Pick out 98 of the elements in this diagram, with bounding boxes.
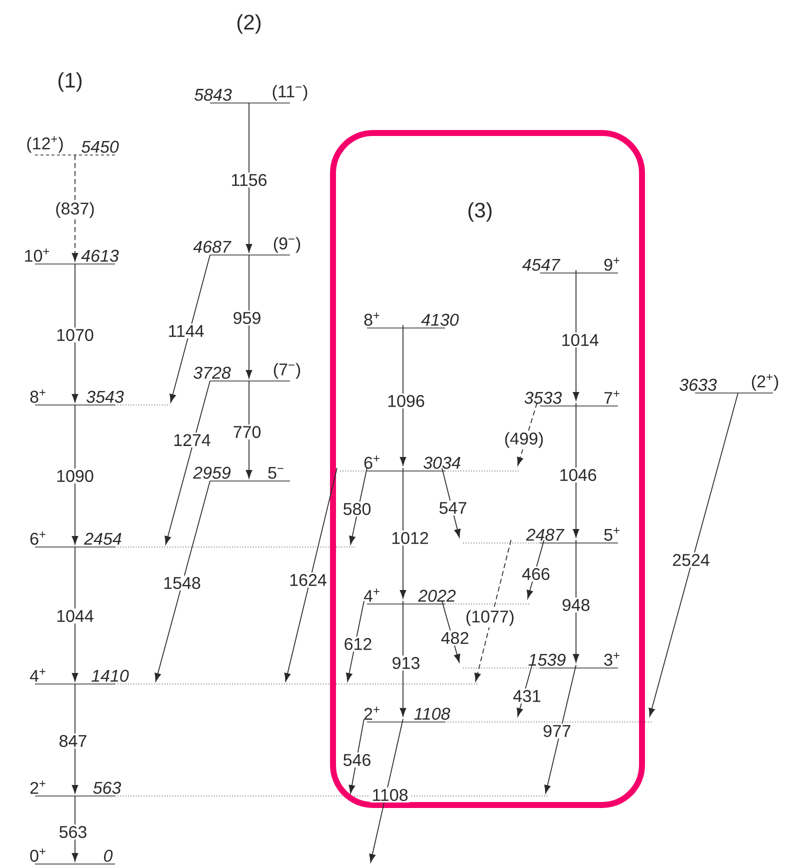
spin-label: 4$^{+}$ xyxy=(30,668,46,682)
edge-label: 482 xyxy=(439,630,471,646)
spin-label: (12$^{+}$) xyxy=(27,136,63,153)
spin-label: 9$^{+}$ xyxy=(604,258,620,271)
spin-label: 5$^{+}$ xyxy=(604,528,620,541)
transition-arrow xyxy=(517,402,538,466)
energy-label: 2022 xyxy=(418,590,456,602)
edge-label: 1274 xyxy=(172,432,212,448)
energy-label: 5843 xyxy=(194,88,232,101)
transition-arrow xyxy=(72,546,78,682)
edge-label: 466 xyxy=(520,566,552,582)
energy-label: 2487 xyxy=(526,528,564,541)
spin-label: 5$^{−}$ xyxy=(268,466,284,479)
edge-label: 1046 xyxy=(558,468,598,483)
transition-arrow xyxy=(246,102,252,252)
edge-label: 977 xyxy=(541,724,573,739)
energy-label: 4687 xyxy=(193,240,232,253)
spin-label: 0$^{+}$ xyxy=(30,848,46,862)
transition-arrow xyxy=(164,380,210,545)
transition-arrow xyxy=(400,324,406,466)
energy-label: 563 xyxy=(93,782,122,794)
edge-label: 1044 xyxy=(54,608,96,624)
energy-label: 4547 xyxy=(522,258,560,271)
energy-label: 3543 xyxy=(86,390,124,403)
energy-label: 5450 xyxy=(81,140,119,153)
transition-arrow xyxy=(170,254,210,403)
edge-label: 580 xyxy=(341,502,373,517)
transition-arrow xyxy=(154,480,210,682)
edge-label: 1144 xyxy=(166,324,206,338)
edge-label: 948 xyxy=(560,598,592,613)
transition-arrow xyxy=(400,468,406,598)
spin-label: 10$^{+}$ xyxy=(25,248,50,262)
energy-label: 3633 xyxy=(680,378,717,391)
transition-arrow xyxy=(544,664,576,794)
transition-arrow xyxy=(346,600,364,682)
transition-arrow xyxy=(72,154,78,262)
spin-label: (11$^{−}$) xyxy=(272,84,308,101)
edge-label: 1108 xyxy=(370,788,410,803)
edge-label: 563 xyxy=(57,824,89,840)
spin-label: 4$^{+}$ xyxy=(364,588,380,602)
transition-arrow xyxy=(284,468,338,682)
edge-label: 546 xyxy=(341,752,373,768)
spin-label: 6$^{+}$ xyxy=(30,532,46,545)
transition-arrow xyxy=(246,380,252,478)
edge-label: 2524 xyxy=(670,552,712,568)
transition-arrow xyxy=(400,600,406,716)
edge-label: (499) xyxy=(502,430,546,450)
spin-label: 6$^{+}$ xyxy=(364,456,380,469)
transition-arrow xyxy=(72,684,78,794)
spin-label: (9$^{−}$) xyxy=(274,236,300,253)
edge-label: 547 xyxy=(437,500,469,516)
energy-label: 2959 xyxy=(193,466,231,479)
edge-label: 612 xyxy=(342,636,374,652)
spin-label: 2$^{+}$ xyxy=(364,706,380,720)
edge-label: 913 xyxy=(390,656,422,671)
transition-arrow xyxy=(72,264,78,402)
transition-arrow xyxy=(349,468,368,545)
edge-label: 847 xyxy=(57,734,89,749)
edge-label: 1096 xyxy=(386,394,426,409)
spin-label: (7$^{−}$) xyxy=(274,362,300,379)
spin-label: (2$^{+}$) xyxy=(752,374,778,391)
energy-label: 2454 xyxy=(84,532,122,545)
edge-label: 1548 xyxy=(162,576,202,591)
edge-label: 1624 xyxy=(288,572,328,588)
energy-label: 4613 xyxy=(81,250,119,262)
edge-label: 959 xyxy=(231,310,263,326)
edge-label: 1012 xyxy=(390,530,430,546)
spin-label: 8$^{+}$ xyxy=(364,312,380,326)
spin-label: 7$^{+}$ xyxy=(604,390,620,404)
transition-arrow xyxy=(572,270,580,400)
band-label: (3) xyxy=(468,202,492,222)
energy-label: 1410 xyxy=(92,670,129,682)
transition-arrow xyxy=(72,404,78,544)
band-label: (2) xyxy=(237,14,261,34)
edge-label: (1077) xyxy=(464,608,516,628)
edge-label: 1156 xyxy=(229,172,269,188)
transition-arrow xyxy=(572,402,580,538)
edge-label: 1014 xyxy=(560,332,600,348)
band-label: (1) xyxy=(58,72,82,92)
edge-label: (837) xyxy=(54,200,96,220)
energy-label: 3728 xyxy=(193,366,231,379)
edge-label: 431 xyxy=(511,688,543,704)
energy-label: 1539 xyxy=(528,654,566,666)
edge-label: 1070 xyxy=(54,328,96,343)
transition-arrow xyxy=(474,540,512,682)
energy-label: 0 xyxy=(104,850,113,862)
transition-arrow xyxy=(648,392,738,717)
spin-label: 3$^{+}$ xyxy=(604,652,620,666)
edge-label: 770 xyxy=(231,424,263,440)
energy-label: 3533 xyxy=(524,392,562,404)
spin-label: 8$^{+}$ xyxy=(30,390,46,403)
edge-label: 1090 xyxy=(54,468,96,484)
energy-label: 3034 xyxy=(423,456,460,469)
transition-arrow xyxy=(246,254,252,378)
energy-label: 4130 xyxy=(421,314,459,326)
transition-arrow xyxy=(572,540,580,662)
energy-label: 1108 xyxy=(414,708,450,720)
spin-label: 2$^{+}$ xyxy=(30,780,46,794)
